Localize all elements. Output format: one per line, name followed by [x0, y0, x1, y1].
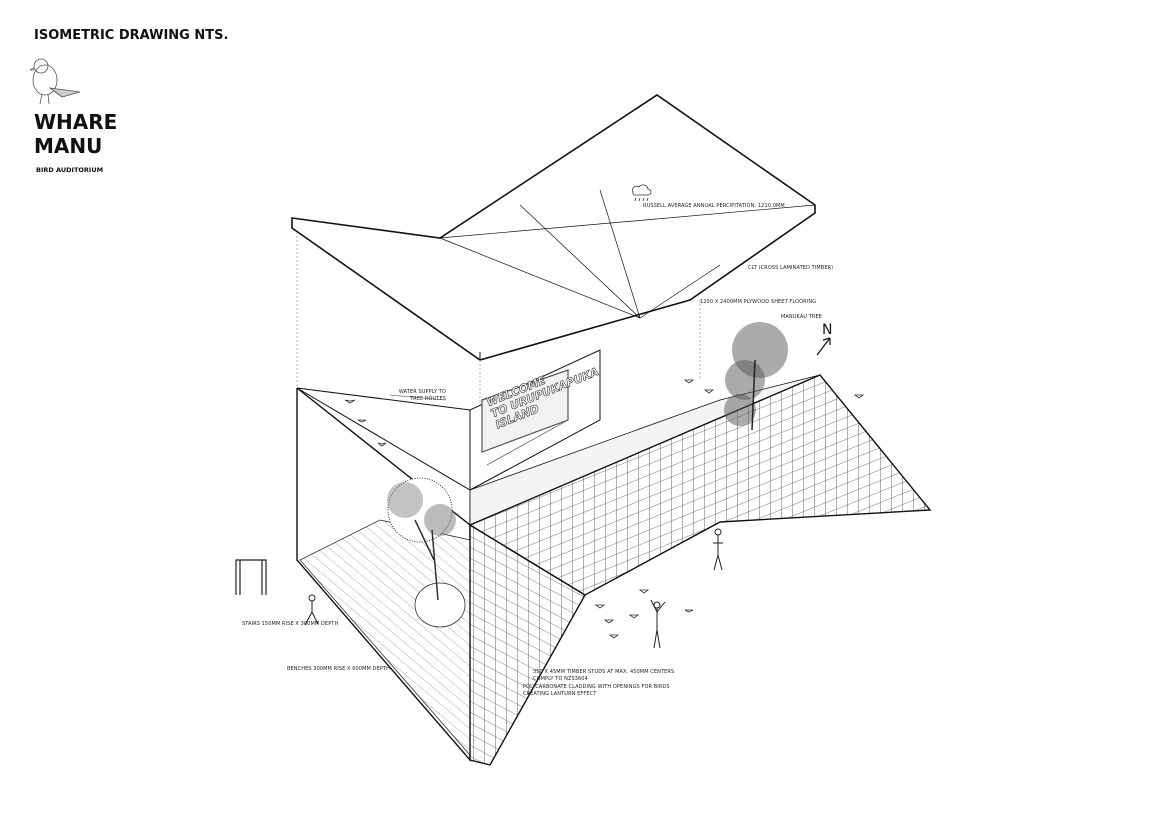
project-subtitle: BIRD AUDITORIUM [36, 166, 104, 174]
stairs-note: STAIRS 150MM RISE X 300MM DEPTH [242, 621, 339, 627]
bench-frame-icon [235, 559, 267, 595]
roof-clt [291, 94, 816, 361]
drawing-type-label: ISOMETRIC DRAWING NTS. [34, 28, 229, 43]
polycarbonate-grid-facade [468, 374, 932, 766]
project-title-line1: WHARE [34, 110, 118, 134]
bird-logo-icon [29, 58, 81, 105]
clt-note: CLT (CROSS LAMINATED TIMBER) [748, 265, 834, 271]
rain-cloud-icon [632, 184, 652, 202]
stairs [299, 519, 471, 757]
manukau-tree-icon [724, 322, 788, 431]
tree-note: MANUKAU TREE [781, 314, 823, 320]
person-icon [304, 528, 723, 649]
tree-icon [387, 477, 456, 601]
cladding-note-line1: POLYCARBONATE CLADDING WITH OPENINGS FOR… [523, 684, 670, 690]
project-title-line2: MANU [34, 134, 103, 158]
studs-note-line2: COMPLY TO NZS3604 [533, 676, 588, 682]
cladding-note-line2: CREATING LANTURN EFFECT [523, 691, 597, 697]
north-label: N [822, 322, 833, 338]
benches-note: BENCHES 300MM RISE X 600MM DEPTH [287, 666, 390, 672]
water-supply-note: WATER SUPPLY TO TREE ROUTES [380, 389, 446, 403]
sign-panel [481, 369, 569, 453]
water-note-line2: TREE ROUTES [410, 396, 446, 402]
water-note-line1: WATER SUPPLY TO [398, 389, 446, 395]
tree-planter [414, 582, 466, 628]
flooring-note: 1200 X 2400MM PLYWOOD SHEET FLOORING [700, 299, 817, 305]
studs-note: 350 X 45MM TIMBER STUDS AT MAX. 450MM CE… [533, 669, 674, 683]
precipitation-note: RUSSELL AVERAGE ANNUAL PERCIPITATION: 12… [643, 203, 785, 209]
north-arrow-icon [816, 337, 831, 356]
annotation-leaders [389, 394, 446, 401]
studs-note-line1: 350 X 45MM TIMBER STUDS AT MAX. 450MM CE… [533, 669, 675, 675]
cladding-note: POLYCARBONATE CLADDING WITH OPENINGS FOR… [523, 684, 670, 698]
bird-icons [344, 379, 865, 639]
